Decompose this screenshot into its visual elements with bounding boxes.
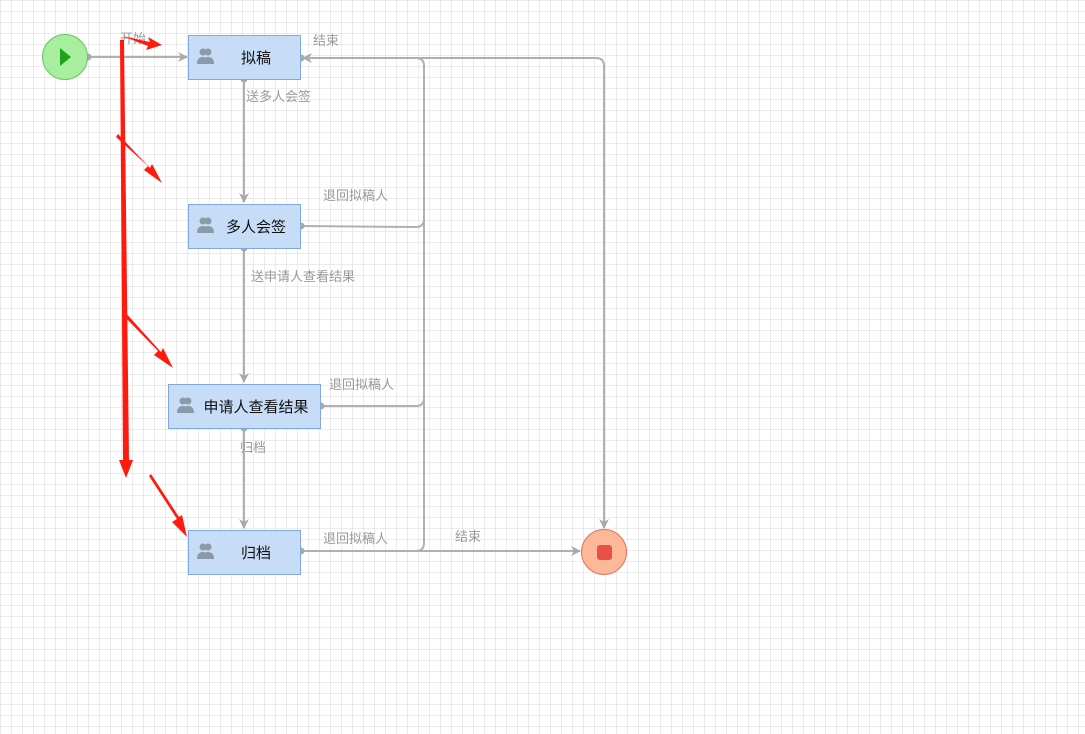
annotation-arrow-3: [122, 311, 173, 368]
edge-label-end-2: 结束: [455, 530, 481, 545]
stop-icon: [597, 545, 612, 560]
users-icon: [197, 48, 214, 64]
edge-draft-end[interactable]: [303, 57, 609, 529]
users-icon: [197, 543, 214, 559]
play-icon: [60, 48, 71, 66]
annotation-vertical-line: [119, 40, 133, 478]
node-label: 归档: [241, 544, 271, 562]
node-label: 多人会签: [226, 218, 286, 236]
edge-label-send-applicant: 送申请人查看结果: [251, 269, 355, 285]
task-node-applicant-view[interactable]: 申请人查看结果: [168, 384, 321, 429]
task-node-archive[interactable]: 归档: [188, 530, 301, 575]
end-node[interactable]: [581, 529, 627, 575]
annotation-arrow-2: [116, 134, 162, 183]
users-icon: [177, 397, 194, 413]
annotation-arrow-1: [122, 36, 162, 50]
node-label: 申请人查看结果: [203, 398, 308, 416]
annotation-arrows: [116, 36, 187, 537]
edge-label-send-countersign: 送多人会签: [246, 89, 311, 105]
start-node[interactable]: [42, 34, 88, 80]
edge-label-end-1: 结束: [313, 34, 339, 49]
task-node-countersign[interactable]: 多人会签: [188, 204, 301, 249]
edge-label-return-2: 退回拟稿人: [329, 377, 394, 393]
task-node-draft[interactable]: 拟稿: [188, 35, 301, 80]
edge-label-return-1: 退回拟稿人: [323, 188, 388, 204]
ports: [84, 53, 325, 555]
users-icon: [197, 217, 214, 233]
edge-label-return-3: 退回拟稿人: [323, 531, 388, 547]
annotation-arrow-4: [149, 474, 187, 537]
node-label: 拟稿: [241, 49, 271, 67]
edge-label-archive: 归档: [240, 441, 266, 456]
edges: [88, 52, 609, 556]
